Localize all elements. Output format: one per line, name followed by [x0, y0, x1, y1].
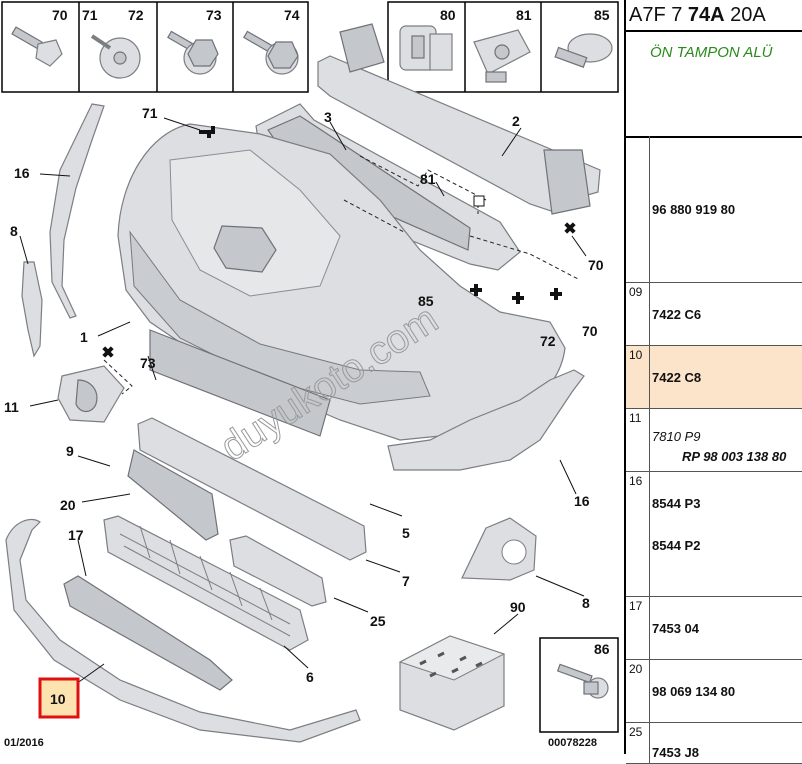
- fastener-marks: [102, 126, 576, 358]
- footer-date: 01/2016: [4, 737, 44, 749]
- bolt-74-icon: [243, 30, 299, 75]
- row-index: 09: [626, 283, 650, 345]
- callout-20: 20: [60, 497, 76, 513]
- callout-16-a: 16: [14, 165, 30, 181]
- box-label-85: 85: [594, 7, 610, 23]
- part-number: 7422 C6: [652, 307, 702, 322]
- box-label-81: 81: [516, 7, 532, 23]
- fastener-box-86: [539, 637, 619, 733]
- table-row[interactable]: 96 880 919 80: [626, 136, 802, 283]
- emblem-11: [57, 365, 125, 423]
- bumper-beam-2: [317, 23, 601, 215]
- footer-ref: 00078228: [548, 737, 597, 749]
- box-label-73: 73: [206, 7, 222, 23]
- model-suffix: 20A: [724, 4, 766, 26]
- callout-81: 81: [420, 171, 436, 187]
- bumper-cover-1: [117, 123, 566, 441]
- description-row: ÖN TAMPON ALÜ: [626, 30, 802, 138]
- fog-trim-8: [461, 517, 537, 581]
- callout-8-a: 8: [10, 223, 18, 239]
- model-code: 74A: [687, 4, 725, 26]
- callout-70-a: 70: [588, 257, 604, 273]
- row-index: 10: [626, 346, 650, 408]
- row-index: [626, 136, 650, 282]
- callout-8-b: 8: [582, 595, 590, 611]
- side-trim-16-left: [49, 103, 105, 319]
- bracket-81-icon: [473, 29, 531, 83]
- callout-16-b: 16: [574, 493, 590, 509]
- lower-grille-7: [229, 535, 327, 607]
- callout-11: 11: [4, 399, 19, 415]
- callout-86: 86: [594, 641, 610, 657]
- row-index: 16: [626, 472, 650, 596]
- part-number: 8544 P3: [652, 496, 701, 511]
- selected-part-box-10[interactable]: [38, 677, 80, 719]
- part-number: 7422 C8: [652, 370, 702, 385]
- callout-6: 6: [306, 669, 314, 685]
- callouts: 2 3 81 70 71 16 8 1 73 11 85 72 70 9 20 …: [4, 105, 610, 707]
- hardware-boxes-right: 80 81 85: [387, 1, 619, 93]
- row-index: 25: [626, 723, 650, 763]
- callout-5: 5: [402, 525, 410, 541]
- part-number: 8544 P2: [652, 538, 701, 553]
- callout-9: 9: [66, 443, 74, 459]
- fastener-kit-90: [398, 635, 506, 731]
- rivet-85-icon: [554, 33, 613, 68]
- insert-80-icon: [399, 25, 453, 71]
- box-label-71: 71: [82, 7, 98, 23]
- plate-20: [127, 449, 219, 541]
- box-label-74: 74: [284, 7, 300, 23]
- model-prefix: A7F 7: [629, 4, 688, 26]
- lower-grille-6: [103, 515, 309, 651]
- part-number: 7453 J8: [652, 745, 699, 760]
- callout-3: 3: [324, 109, 332, 125]
- row-index: 11: [626, 409, 650, 471]
- callout-72: 72: [540, 333, 556, 349]
- box-label-80: 80: [440, 7, 456, 23]
- part-description: ÖN TAMPON ALÜ: [650, 44, 773, 61]
- callout-7: 7: [402, 573, 410, 589]
- callout-1: 1: [80, 329, 88, 345]
- clip-71-icon: [90, 34, 141, 79]
- row-index: 20: [626, 660, 650, 722]
- spoiler-17: [63, 575, 233, 691]
- callout-73: 73: [140, 355, 156, 371]
- callout-17: 17: [68, 527, 84, 543]
- row-index: 17: [626, 597, 650, 659]
- callout-2: 2: [512, 113, 520, 129]
- callout-85: 85: [418, 293, 434, 309]
- side-trim-16-right: [387, 369, 585, 471]
- part-number: 7453 04: [652, 621, 699, 636]
- model-header: A7F 7 74A 20A: [626, 0, 802, 30]
- box-label-70: 70: [52, 7, 68, 23]
- hardware-boxes-left: 70 71 72 73 74: [1, 1, 309, 93]
- grille-strip-5: [137, 417, 367, 561]
- callout-90: 90: [510, 599, 526, 615]
- part-number: RP 98 003 138 80: [682, 449, 787, 464]
- box-label-72: 72: [128, 7, 144, 23]
- part-number: 96 880 919 80: [652, 202, 736, 217]
- part-number: 7810 P9: [652, 429, 701, 444]
- callout-10: 10: [50, 691, 66, 707]
- bolt-73-icon: [167, 30, 219, 75]
- screw-70-icon: [11, 26, 63, 67]
- leader-lines: [19, 117, 587, 685]
- callout-70-b: 70: [582, 323, 598, 339]
- callout-71: 71: [142, 105, 158, 121]
- lip-10: [5, 518, 361, 743]
- callout-25: 25: [370, 613, 386, 629]
- parts-diagram: 70 71 72 73 74 80: [1, 1, 619, 749]
- bracket-8-left: [21, 261, 43, 358]
- part-number: 98 069 134 80: [652, 684, 736, 699]
- parts-table: A7F 7 74A 20A ÖN TAMPON ALÜ 96 880 919 8…: [624, 0, 802, 764]
